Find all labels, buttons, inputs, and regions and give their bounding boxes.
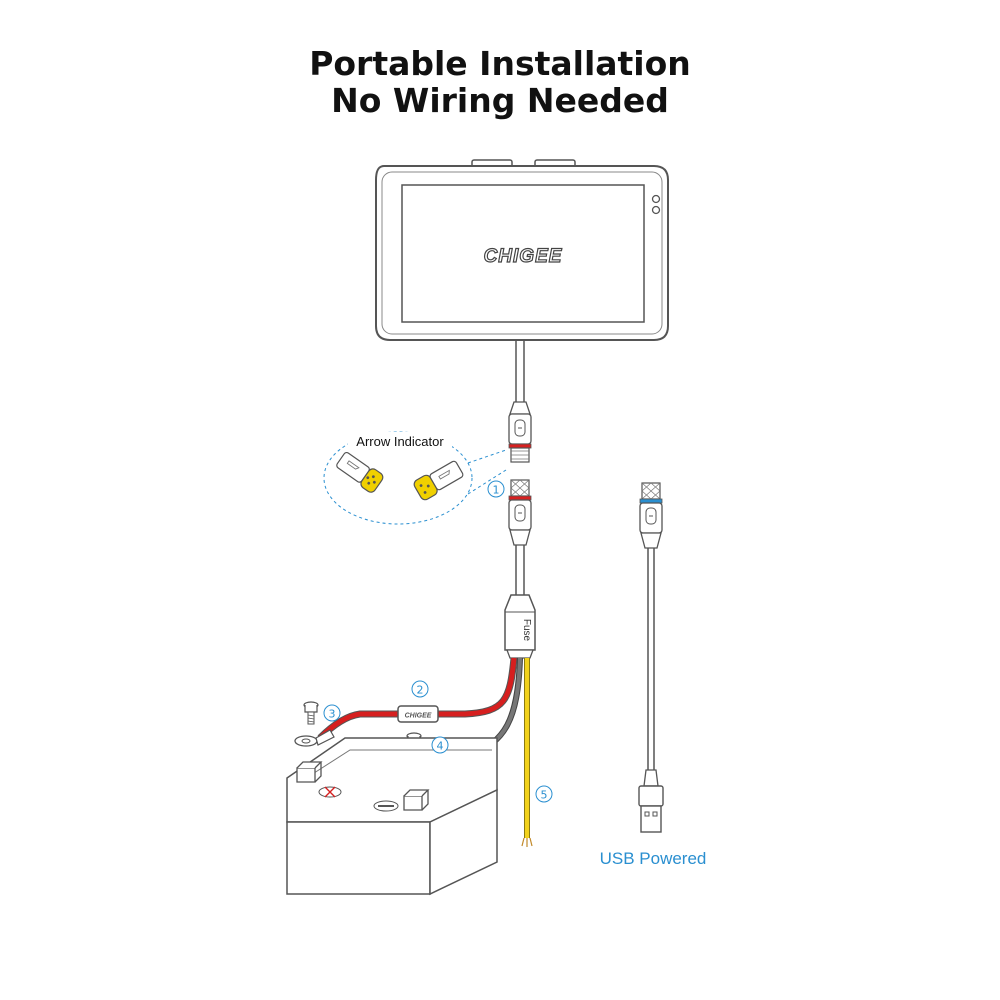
svg-text:3: 3: [329, 708, 336, 721]
positive-wire: [437, 657, 518, 718]
svg-text:5: 5: [541, 789, 548, 802]
connector-pins-icon: [360, 468, 384, 493]
marker-5: 5: [535, 785, 553, 803]
connector-red-band: [508, 443, 532, 449]
page-title-line-1: Portable Installation: [309, 44, 691, 83]
power-wires: [317, 657, 533, 847]
usb-cable: [639, 482, 663, 787]
page-title-line-2: No Wiring Needed: [331, 81, 669, 120]
light-sensor-icon: [651, 194, 661, 204]
device-screen: [401, 184, 645, 323]
arrow-indicator-callout: Arrow Indicator: [323, 431, 507, 525]
marker-4: 4: [431, 736, 449, 754]
arrow-indicator-label: Arrow Indicator: [356, 434, 444, 449]
device-cable: [515, 340, 525, 402]
marker-2: 2: [411, 680, 429, 698]
screw-icon: [303, 701, 319, 725]
marker-1: 1: [487, 480, 505, 498]
device-connector: [508, 401, 532, 463]
positive-mark: [324, 786, 336, 798]
svg-text:1: 1: [493, 484, 500, 497]
harness-cable: [515, 545, 525, 595]
usb-plug-icon: [638, 785, 664, 833]
ring-terminal-icon: [294, 729, 335, 747]
marker-3: 3: [323, 704, 341, 722]
svg-text:2: 2: [417, 684, 424, 697]
battery: [286, 737, 498, 896]
harness-connector: [508, 479, 532, 546]
fuse-holder: Fuse: [504, 594, 536, 659]
usb-powered-label: USB Powered: [600, 849, 707, 868]
inline-fuse-icon: CHIGEE: [397, 705, 439, 723]
svg-text:4: 4: [437, 740, 444, 753]
brand-logo: CHIGEE: [484, 246, 563, 267]
fuse-label: Fuse: [521, 619, 532, 642]
svg-text:CHIGEE: CHIGEE: [405, 713, 432, 720]
camera-icon: [651, 205, 661, 215]
display-device: CHIGEE: [375, 159, 669, 341]
